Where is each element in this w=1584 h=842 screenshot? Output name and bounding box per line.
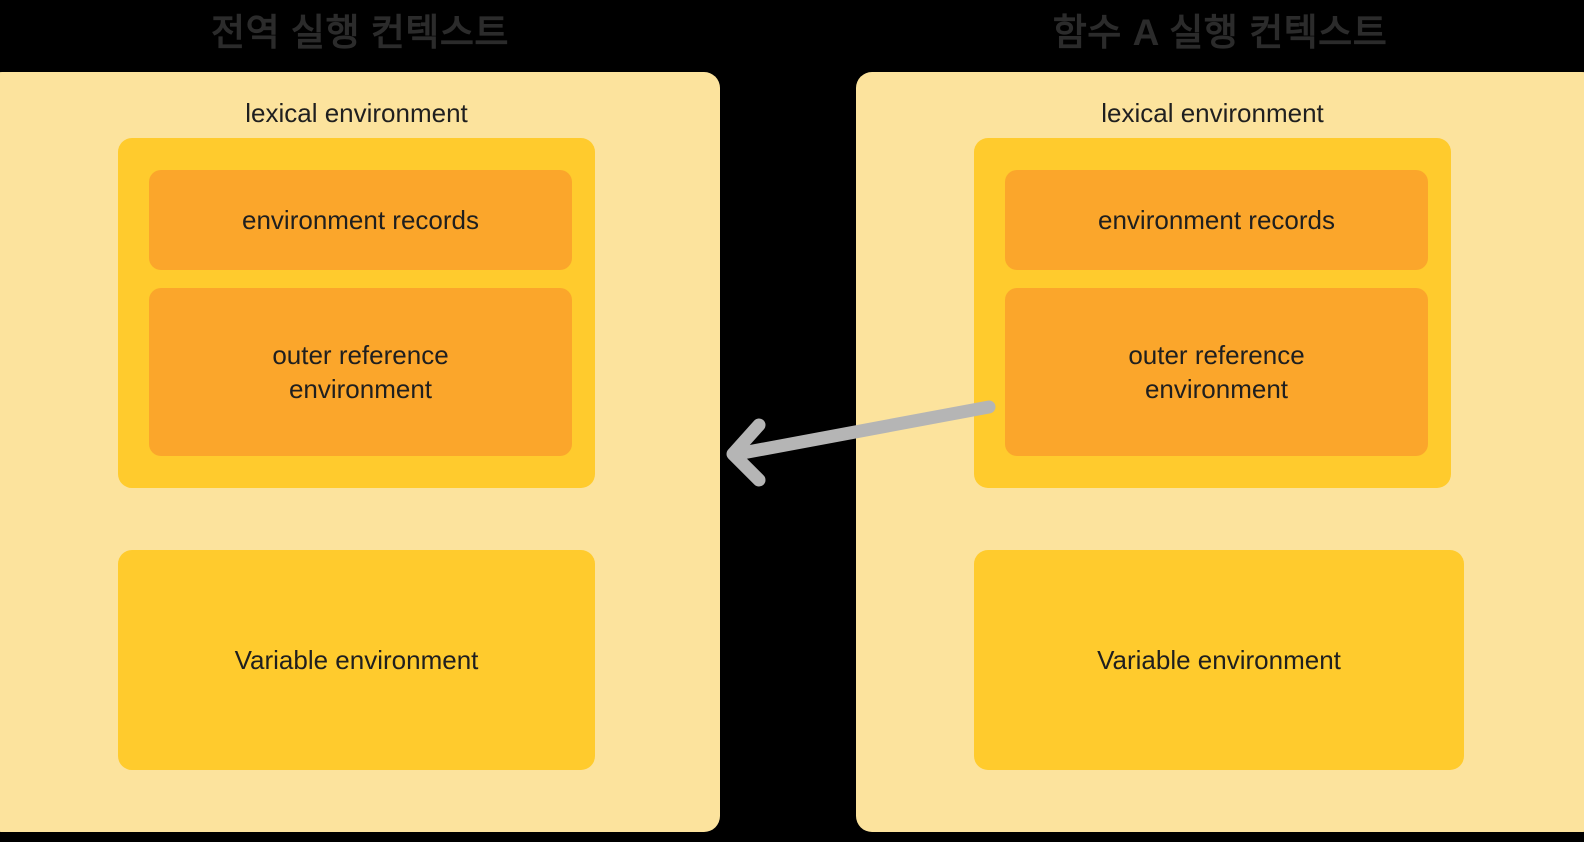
- global-context-title: 전역 실행 컨텍스트: [211, 12, 509, 53]
- global-outer-reference-environment-label: outer reference environment: [272, 338, 448, 407]
- function-a-environment-records-label: environment records: [1098, 204, 1335, 235]
- function-a-lexical-environment-label: lexical environment: [1101, 98, 1324, 128]
- global-outer-reference-line-2: environment: [288, 374, 433, 404]
- global-outer-reference-line-1: outer reference: [272, 339, 449, 370]
- global-lexical-environment-label: lexical environment: [245, 98, 468, 128]
- function-a-lexical-environment-box: environment records outer reference envi…: [974, 138, 1451, 488]
- global-lexical-environment-box: environment records outer reference envi…: [118, 138, 595, 488]
- function-a-outer-reference-line-2: environment: [1144, 374, 1289, 404]
- function-a-outer-reference-environment-label: outer reference environment: [1128, 338, 1304, 407]
- function-a-outer-reference-environment-box: outer reference environment: [1005, 288, 1428, 456]
- global-outer-reference-environment-box: outer reference environment: [149, 288, 572, 456]
- function-a-environment-records-box: environment records: [1005, 170, 1428, 270]
- global-environment-records-label: environment records: [242, 204, 479, 235]
- function-a-context-title: 함수 A 실행 컨텍스트: [1052, 12, 1388, 53]
- global-environment-records-box: environment records: [149, 170, 572, 270]
- function-a-outer-reference-line-1: outer reference: [1128, 339, 1305, 370]
- global-variable-environment-box: Variable environment: [118, 550, 595, 770]
- function-a-variable-environment-label: Variable environment: [1097, 644, 1341, 675]
- global-variable-environment-label: Variable environment: [234, 644, 479, 675]
- function-a-variable-environment-box: Variable environment: [974, 550, 1464, 770]
